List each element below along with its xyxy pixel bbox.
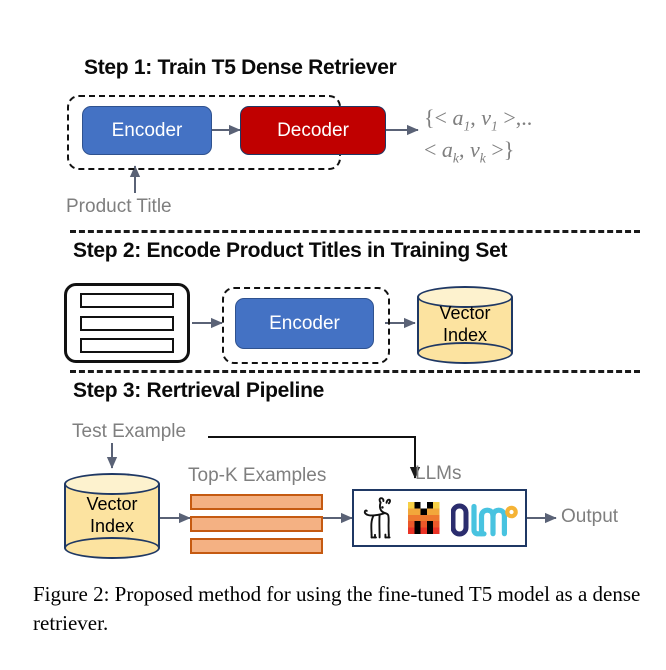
separator-1 <box>70 230 640 233</box>
cylinder-bottom <box>417 342 513 364</box>
step-2-encoder-node[interactable]: Encoder <box>235 298 374 349</box>
figure-caption: Figure 2: Proposed method for using the … <box>33 582 641 635</box>
step-1-decoder-node[interactable]: Decoder <box>240 106 386 155</box>
topk-example-bar[interactable] <box>190 494 323 510</box>
table-row <box>80 337 174 353</box>
formula-line-1: {< a1, v1 >,.. <box>424 105 533 134</box>
cylinder-bottom <box>64 537 160 559</box>
step-3-topk-label: Top-K Examples <box>188 465 327 486</box>
cylinder-top <box>64 473 160 495</box>
cylinder-label-line-1: Vector <box>86 494 138 515</box>
step-3-test-example-label: Test Example <box>72 421 187 442</box>
table-row <box>80 315 174 331</box>
step-1-encoder-label: Encoder <box>111 119 183 141</box>
cylinder-label-line-2: Index <box>442 325 488 345</box>
step-1-input-label: Product Title <box>66 196 172 217</box>
topk-example-bar[interactable] <box>190 538 323 554</box>
mistral-logo-icon <box>407 502 440 534</box>
step-1-title: Step 1: Train T5 Dense Retriever <box>84 56 397 79</box>
step-3-title: Step 3: Rertrieval Pipeline <box>73 379 324 402</box>
cylinder-label-line-2: Index <box>89 516 135 536</box>
llama-logo-icon <box>363 497 391 539</box>
step-3-llms-label: LLMs <box>415 463 462 484</box>
step-2-encoder-label: Encoder <box>269 312 340 334</box>
olmo-logo-icon <box>451 503 519 537</box>
step-2-vector-index-cylinder[interactable]: Vector Index <box>417 286 513 364</box>
cylinder-label-line-1: Vector <box>439 303 491 324</box>
step-2-title: Step 2: Encode Product Titles in Trainin… <box>73 239 508 262</box>
step-3-output-label: Output <box>561 506 619 527</box>
llms-model-box[interactable] <box>352 489 527 547</box>
table-row <box>80 293 174 309</box>
cylinder-top <box>417 286 513 308</box>
formula-line-2: < ak, vk >} <box>424 137 515 166</box>
cylinder-label: Vector Index <box>64 473 160 559</box>
step-1-output-formula: {< a1, v1 >,.. < ak, vk >} <box>424 103 532 168</box>
step-1-decoder-label: Decoder <box>277 119 349 141</box>
step-3-vector-index-cylinder[interactable]: Vector Index <box>64 473 160 559</box>
step-2-model-boundary <box>222 287 390 364</box>
separator-2 <box>70 370 640 373</box>
topk-example-bar[interactable] <box>190 516 323 532</box>
cylinder-label: Vector Index <box>417 286 513 364</box>
dataset-table-icon <box>64 283 190 363</box>
step-1-encoder-node[interactable]: Encoder <box>82 106 212 155</box>
